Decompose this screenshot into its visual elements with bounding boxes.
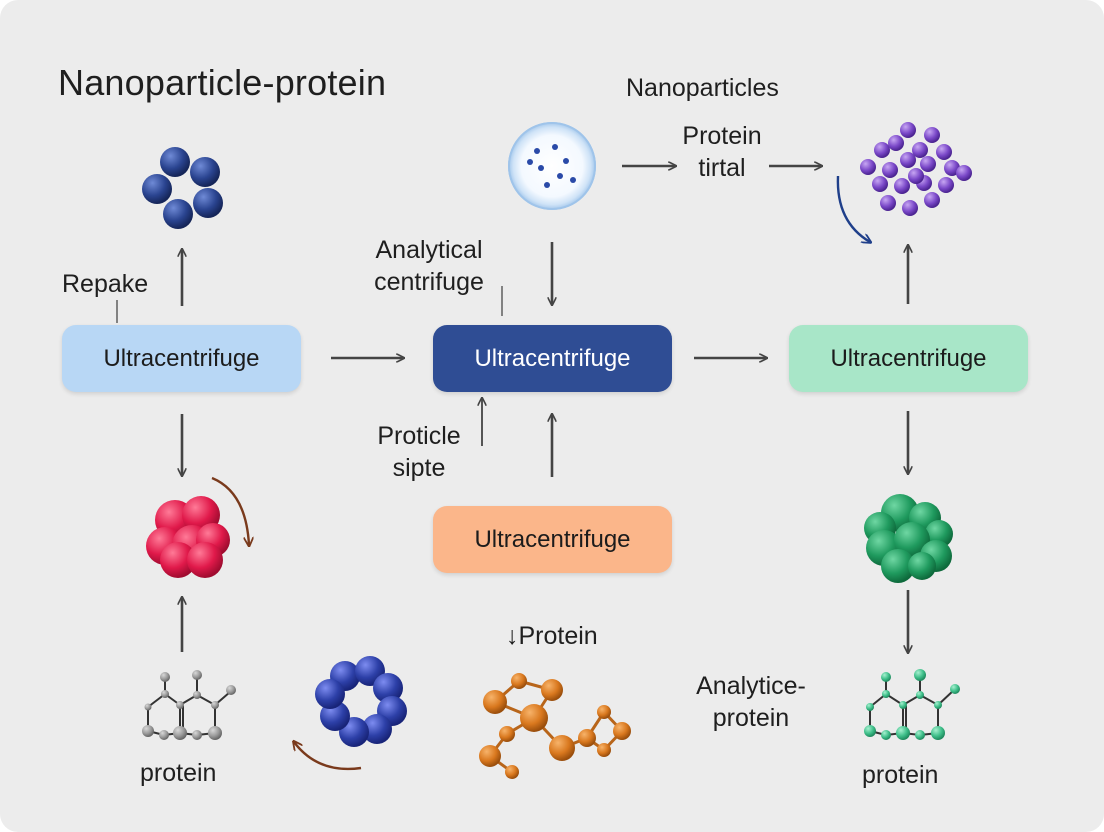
page-title: Nanoparticle-protein: [58, 62, 387, 103]
label-analytice-protein-line2: protein: [712, 704, 790, 732]
flow-arrows: [182, 166, 908, 653]
label-protein-tirtal-line1: Protein: [682, 122, 762, 150]
label-protein-left: protein: [140, 759, 217, 787]
label-repake: Repake: [62, 270, 149, 298]
ultracentrifuge-box-right: Ultracentrifuge: [789, 325, 1028, 392]
label-connectors: [116, 286, 503, 323]
label-proticle-sipte-line1: Proticle: [377, 422, 461, 450]
curved-arrow-blue-ring: [294, 742, 362, 771]
label-protein-tirtal-line2: tirtal: [698, 154, 746, 182]
nanoparticle-sphere-icon: [508, 122, 596, 210]
ultracentrifuge-box-center: Ultracentrifuge: [433, 325, 672, 392]
label-analytice-protein: Analytice- protein: [682, 670, 820, 734]
purple-particle-cloud-icon: [860, 122, 972, 216]
label-protein-right: protein: [862, 761, 939, 789]
ultracentrifuge-box-right-label: Ultracentrifuge: [830, 344, 987, 372]
label-analytice-protein-line1: Analytice-: [696, 672, 806, 700]
red-protein-cluster-icon: [146, 496, 230, 578]
label-proticle-sipte: Proticle sipte: [366, 420, 472, 484]
orange-molecule-icon: [479, 673, 631, 779]
ultracentrifuge-box-left-label: Ultracentrifuge: [103, 344, 260, 372]
teal-molecule-icon: [864, 669, 960, 740]
ultracentrifuge-box-left: Ultracentrifuge: [62, 325, 301, 392]
ultracentrifuge-box-bottom-label: Ultracentrifuge: [474, 525, 631, 553]
curved-arrow-purple: [836, 175, 870, 242]
ultracentrifuge-box-center-label: Ultracentrifuge: [474, 344, 631, 372]
label-protein-tirtal: Protein tirtal: [672, 120, 772, 184]
blue-ring-protein-icon: [315, 656, 407, 747]
label-proticle-sipte-line2: sipte: [392, 454, 446, 482]
label-analytical-centrifuge-line2: centrifuge: [374, 268, 484, 296]
gray-molecule-icon: [142, 670, 236, 740]
green-protein-cluster-icon: [864, 494, 953, 583]
label-analytical-centrifuge: Analytical centrifuge: [358, 234, 500, 298]
curved-arrow-red: [211, 476, 249, 545]
label-analytical-centrifuge-line1: Analytical: [375, 236, 483, 264]
ultracentrifuge-box-bottom: Ultracentrifuge: [433, 506, 672, 573]
label-protein-middle: ↓Protein: [506, 622, 598, 650]
label-nanoparticles: Nanoparticles: [626, 74, 779, 102]
navy-sphere-cluster-icon: [142, 147, 223, 229]
